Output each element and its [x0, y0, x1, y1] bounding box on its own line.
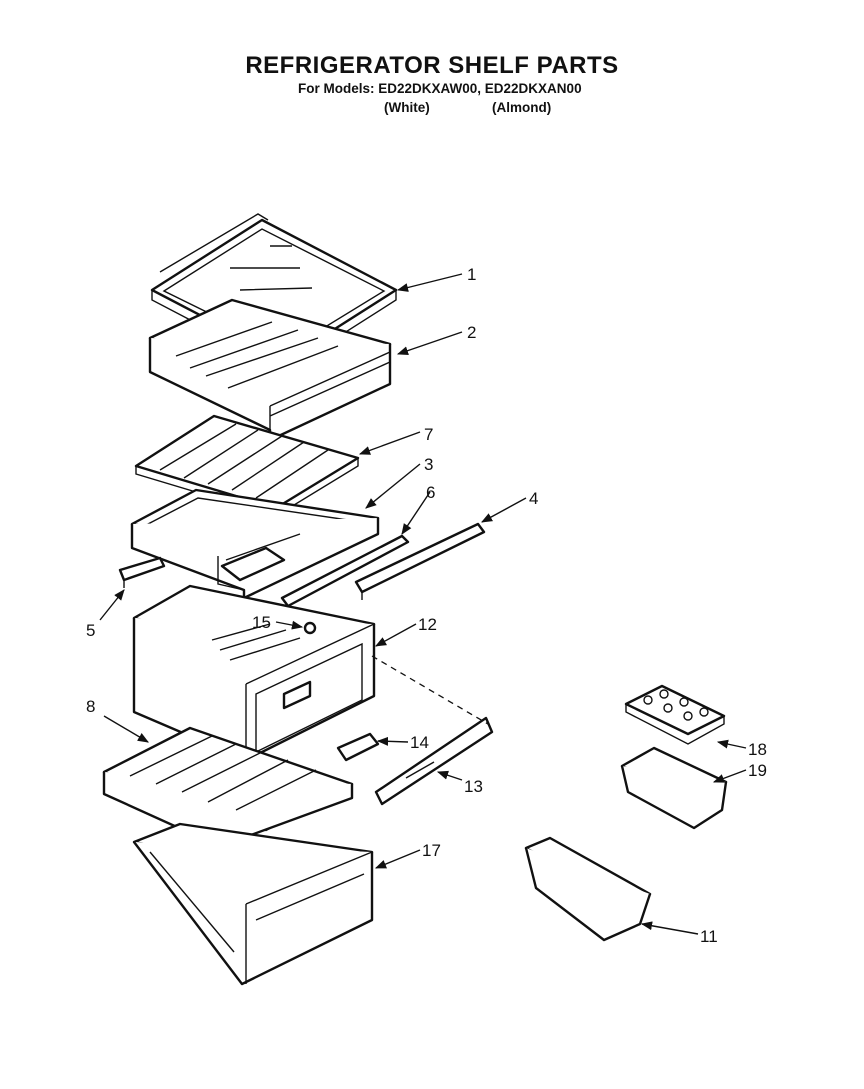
callout-4: 4	[529, 489, 538, 508]
leader-4	[481, 497, 527, 523]
part-14-clip	[336, 732, 380, 762]
page-title: REFRIGERATOR SHELF PARTS	[245, 52, 619, 79]
leader-11	[640, 921, 699, 935]
callout-5: 5	[86, 621, 95, 640]
leader-6	[401, 491, 431, 535]
callout-7: 7	[424, 425, 433, 444]
part-4-long-rail	[354, 522, 486, 600]
callout-15: 15	[252, 613, 271, 632]
callout-18: 18	[748, 740, 767, 759]
part-18-egg-tray-lid	[624, 684, 726, 745]
part-19-egg-tray	[620, 746, 728, 830]
leader-1	[396, 273, 463, 292]
part-2-shelf-frame	[148, 298, 392, 442]
part-3-rail-frame	[130, 488, 380, 600]
leader-13	[436, 770, 463, 781]
part-8-ribbed-shelf	[102, 726, 354, 852]
callout-6: 6	[426, 483, 435, 502]
leader-15	[275, 620, 304, 630]
part-5-bracket	[118, 556, 166, 588]
callout-12: 12	[418, 615, 437, 634]
leader-17	[374, 849, 421, 869]
callout-13: 13	[464, 777, 483, 796]
leader-14	[376, 736, 409, 746]
part-11-door-bin	[524, 836, 652, 942]
part-17-crisper-drawer	[132, 822, 374, 986]
variant-almond: (Almond)	[492, 100, 552, 115]
callout-19: 19	[748, 761, 767, 780]
callout-3: 3	[424, 455, 433, 474]
callout-11: 11	[700, 927, 718, 946]
leader-19	[712, 769, 747, 783]
callout-1: 1	[467, 265, 476, 284]
callout-8: 8	[86, 697, 95, 716]
callout-2: 2	[467, 323, 476, 342]
part-15-screw	[303, 621, 317, 635]
part-13-front-panel	[374, 716, 494, 806]
callout-17: 17	[422, 841, 441, 860]
part-6-slide-rail	[280, 534, 410, 608]
part-12-drawer	[132, 584, 376, 762]
leader-5	[99, 589, 125, 621]
leader-2	[396, 331, 463, 355]
leader-12	[375, 623, 417, 647]
leader-3	[365, 463, 421, 509]
leader-18	[716, 739, 747, 749]
variant-white: (White)	[384, 100, 430, 115]
leader-7	[358, 431, 421, 455]
models-line: For Models: ED22DKXAW00, ED22DKXAN00	[298, 81, 582, 96]
leader-8	[103, 715, 149, 743]
callout-14: 14	[410, 733, 429, 752]
